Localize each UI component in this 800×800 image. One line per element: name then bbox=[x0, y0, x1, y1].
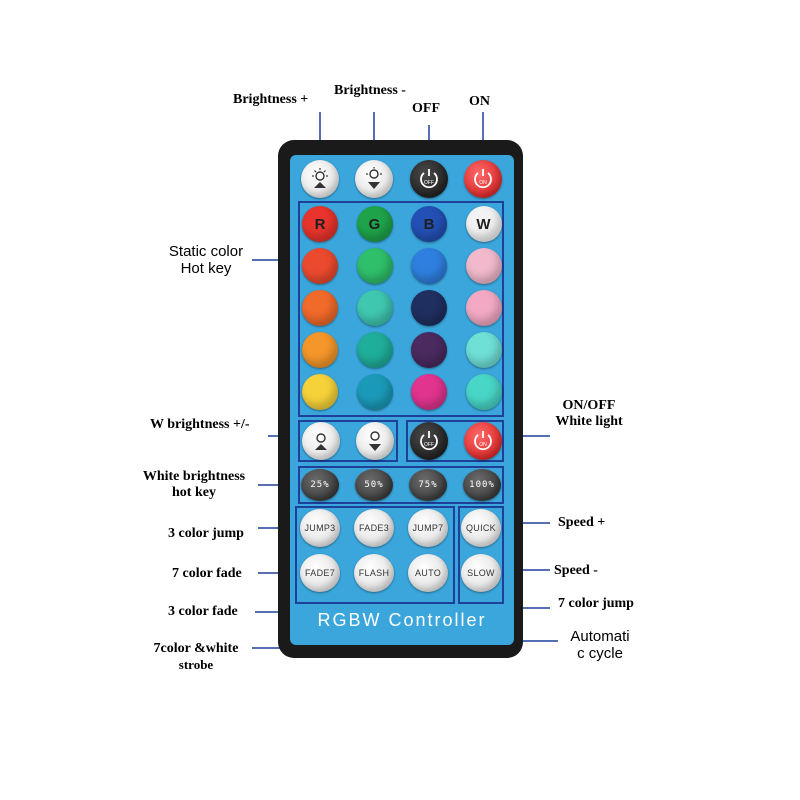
power-on-icon: ON bbox=[474, 169, 492, 189]
auto-button[interactable]: AUTO bbox=[408, 554, 448, 592]
white-75-button[interactable]: 75% bbox=[409, 469, 447, 501]
color-button[interactable]: B bbox=[411, 206, 447, 242]
brightness-down-button[interactable] bbox=[355, 160, 393, 198]
label-onoff-white: ON/OFF White light bbox=[544, 398, 634, 430]
percent-group-frame bbox=[298, 466, 504, 504]
color-button[interactable]: G bbox=[356, 206, 393, 242]
speed-group-frame bbox=[458, 506, 504, 604]
fade3-button[interactable]: FADE3 bbox=[354, 509, 394, 547]
white-100-button[interactable]: 100% bbox=[463, 469, 501, 501]
color-button-label: G bbox=[368, 215, 381, 233]
label-jump7: 7 color jump bbox=[558, 596, 634, 611]
color-button[interactable] bbox=[465, 248, 502, 284]
color-button[interactable] bbox=[411, 248, 447, 284]
label-speed-minus: Speed - bbox=[554, 563, 598, 578]
label-static-color-line1: Static color bbox=[168, 243, 244, 260]
label-auto-cycle: Automati c cycle bbox=[560, 628, 640, 662]
label-auto-cycle-line2: c cycle bbox=[577, 645, 623, 662]
color-button[interactable] bbox=[465, 290, 502, 326]
brightness-up-button[interactable] bbox=[301, 160, 339, 198]
w-brightness-up-button[interactable] bbox=[302, 422, 340, 460]
label-white-brightness-line2: hot key bbox=[172, 485, 216, 500]
color-button[interactable] bbox=[356, 290, 393, 326]
label-onoff-white-line2: White light bbox=[555, 414, 623, 429]
color-button[interactable] bbox=[465, 332, 502, 368]
w-brightness-down-button[interactable] bbox=[356, 422, 394, 460]
label-strobe-line1: 7color &white bbox=[153, 641, 239, 656]
w-brightness-up-icon bbox=[315, 433, 327, 450]
quick-button[interactable]: QUICK bbox=[461, 509, 501, 547]
label-white-brightness-line1: White brightness bbox=[142, 469, 246, 484]
white-25-button[interactable]: 25% bbox=[301, 469, 339, 501]
fade7-button[interactable]: FADE7 bbox=[300, 554, 340, 592]
label-fade7: 7 color fade bbox=[172, 566, 242, 581]
white-on-button[interactable]: ON bbox=[464, 422, 502, 460]
off-badge-text: OFF bbox=[424, 180, 434, 186]
color-button[interactable] bbox=[465, 374, 502, 410]
label-static-color: Static color Hot key bbox=[160, 243, 252, 277]
white-onoff-frame bbox=[406, 420, 504, 462]
color-button[interactable] bbox=[356, 332, 393, 368]
color-button-label: R bbox=[314, 215, 326, 233]
white-on-badge-text: ON bbox=[479, 442, 487, 448]
label-brightness-plus: Brightness + bbox=[233, 92, 309, 107]
flash-button[interactable]: FLASH bbox=[354, 554, 394, 592]
color-button[interactable] bbox=[411, 374, 447, 410]
white-power-on-icon: ON bbox=[474, 431, 492, 451]
color-button[interactable] bbox=[411, 290, 447, 326]
label-onoff-white-line1: ON/OFF bbox=[562, 398, 616, 413]
label-auto-cycle-line1: Automati bbox=[570, 628, 630, 645]
color-button-label: W bbox=[476, 215, 491, 233]
label-white-brightness: White brightness hot key bbox=[132, 469, 256, 501]
white-power-off-icon: OFF bbox=[420, 431, 438, 451]
color-button[interactable] bbox=[356, 248, 393, 284]
color-button[interactable] bbox=[411, 332, 447, 368]
color-group-frame bbox=[298, 201, 504, 417]
label-strobe-line2: strobe bbox=[178, 657, 214, 672]
label-speed-plus: Speed + bbox=[558, 515, 606, 530]
mode-group-frame bbox=[295, 506, 455, 604]
color-button[interactable] bbox=[302, 248, 338, 284]
jump3-button[interactable]: JUMP3 bbox=[300, 509, 340, 547]
label-off: OFF bbox=[412, 101, 440, 116]
label-on: ON bbox=[469, 94, 490, 109]
color-button[interactable]: R bbox=[302, 206, 338, 242]
label-w-brightness: W brightness +/- bbox=[150, 417, 250, 432]
color-button[interactable] bbox=[356, 374, 393, 410]
off-button[interactable]: OFF bbox=[410, 160, 448, 198]
white-off-button[interactable]: OFF bbox=[410, 422, 448, 460]
white-off-badge-text: OFF bbox=[424, 442, 434, 448]
color-button[interactable] bbox=[302, 374, 338, 410]
remote-title: RGBW Controller bbox=[317, 610, 487, 630]
label-fade3: 3 color fade bbox=[168, 604, 238, 619]
brightness-up-icon bbox=[312, 168, 328, 188]
color-button[interactable] bbox=[302, 332, 338, 368]
on-button[interactable]: ON bbox=[464, 160, 502, 198]
slow-button[interactable]: SLOW bbox=[461, 554, 501, 592]
power-off-icon: OFF bbox=[420, 169, 438, 189]
jump7-button[interactable]: JUMP7 bbox=[408, 509, 448, 547]
label-static-color-line2: Hot key bbox=[180, 260, 232, 277]
label-jump3: 3 color jump bbox=[168, 526, 244, 541]
w-brightness-down-icon bbox=[369, 431, 381, 451]
on-badge-text: ON bbox=[479, 180, 487, 186]
brightness-down-icon bbox=[366, 167, 382, 189]
w-brightness-frame bbox=[298, 420, 398, 462]
color-button[interactable]: W bbox=[465, 206, 502, 242]
label-strobe: 7color &white strobe bbox=[140, 641, 252, 673]
color-button[interactable] bbox=[302, 290, 338, 326]
white-50-button[interactable]: 50% bbox=[355, 469, 393, 501]
label-brightness-minus: Brightness - bbox=[334, 83, 406, 98]
color-button-label: B bbox=[423, 215, 435, 233]
